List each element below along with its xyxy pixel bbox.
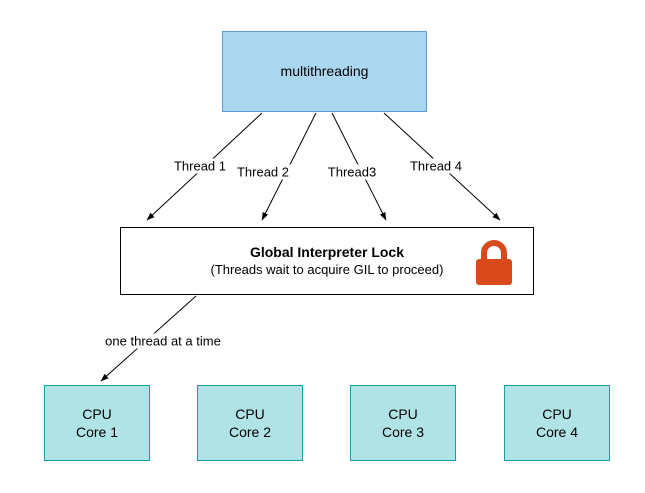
gil-box: Global Interpreter Lock (Threads wait to… (120, 227, 534, 295)
cpu-core-1-line1: CPU (82, 405, 112, 422)
one-thread-label: one thread at a time (103, 333, 223, 349)
cpu-core-3-box: CPU Core 3 (350, 385, 456, 461)
cpu-core-2-line2: Core 2 (228, 424, 272, 440)
lock-icon (476, 240, 512, 285)
thread-2-label: Thread 2 (234, 164, 292, 180)
cpu-core-3-line1: CPU (388, 405, 418, 422)
thread-4-label: Thread 4 (407, 158, 465, 174)
gil-title: Global Interpreter Lock (249, 244, 405, 261)
thread-1-label: Thread 1 (171, 158, 229, 174)
cpu-core-2-line1: CPU (235, 405, 265, 422)
multithreading-box: multithreading (222, 31, 427, 112)
gil-subtitle: (Threads wait to acquire GIL to proceed) (210, 261, 444, 277)
cpu-core-4-line1: CPU (542, 405, 572, 422)
cpu-core-3-line2: Core 3 (381, 424, 425, 440)
cpu-core-4-line2: Core 4 (535, 424, 579, 440)
cpu-core-1-box: CPU Core 1 (44, 385, 150, 461)
cpu-core-1-line2: Core 1 (75, 424, 119, 440)
thread-3-label: Thread3 (325, 164, 379, 180)
cpu-core-4-box: CPU Core 4 (504, 385, 610, 461)
cpu-core-2-box: CPU Core 2 (197, 385, 303, 461)
multithreading-label: multithreading (280, 63, 369, 80)
